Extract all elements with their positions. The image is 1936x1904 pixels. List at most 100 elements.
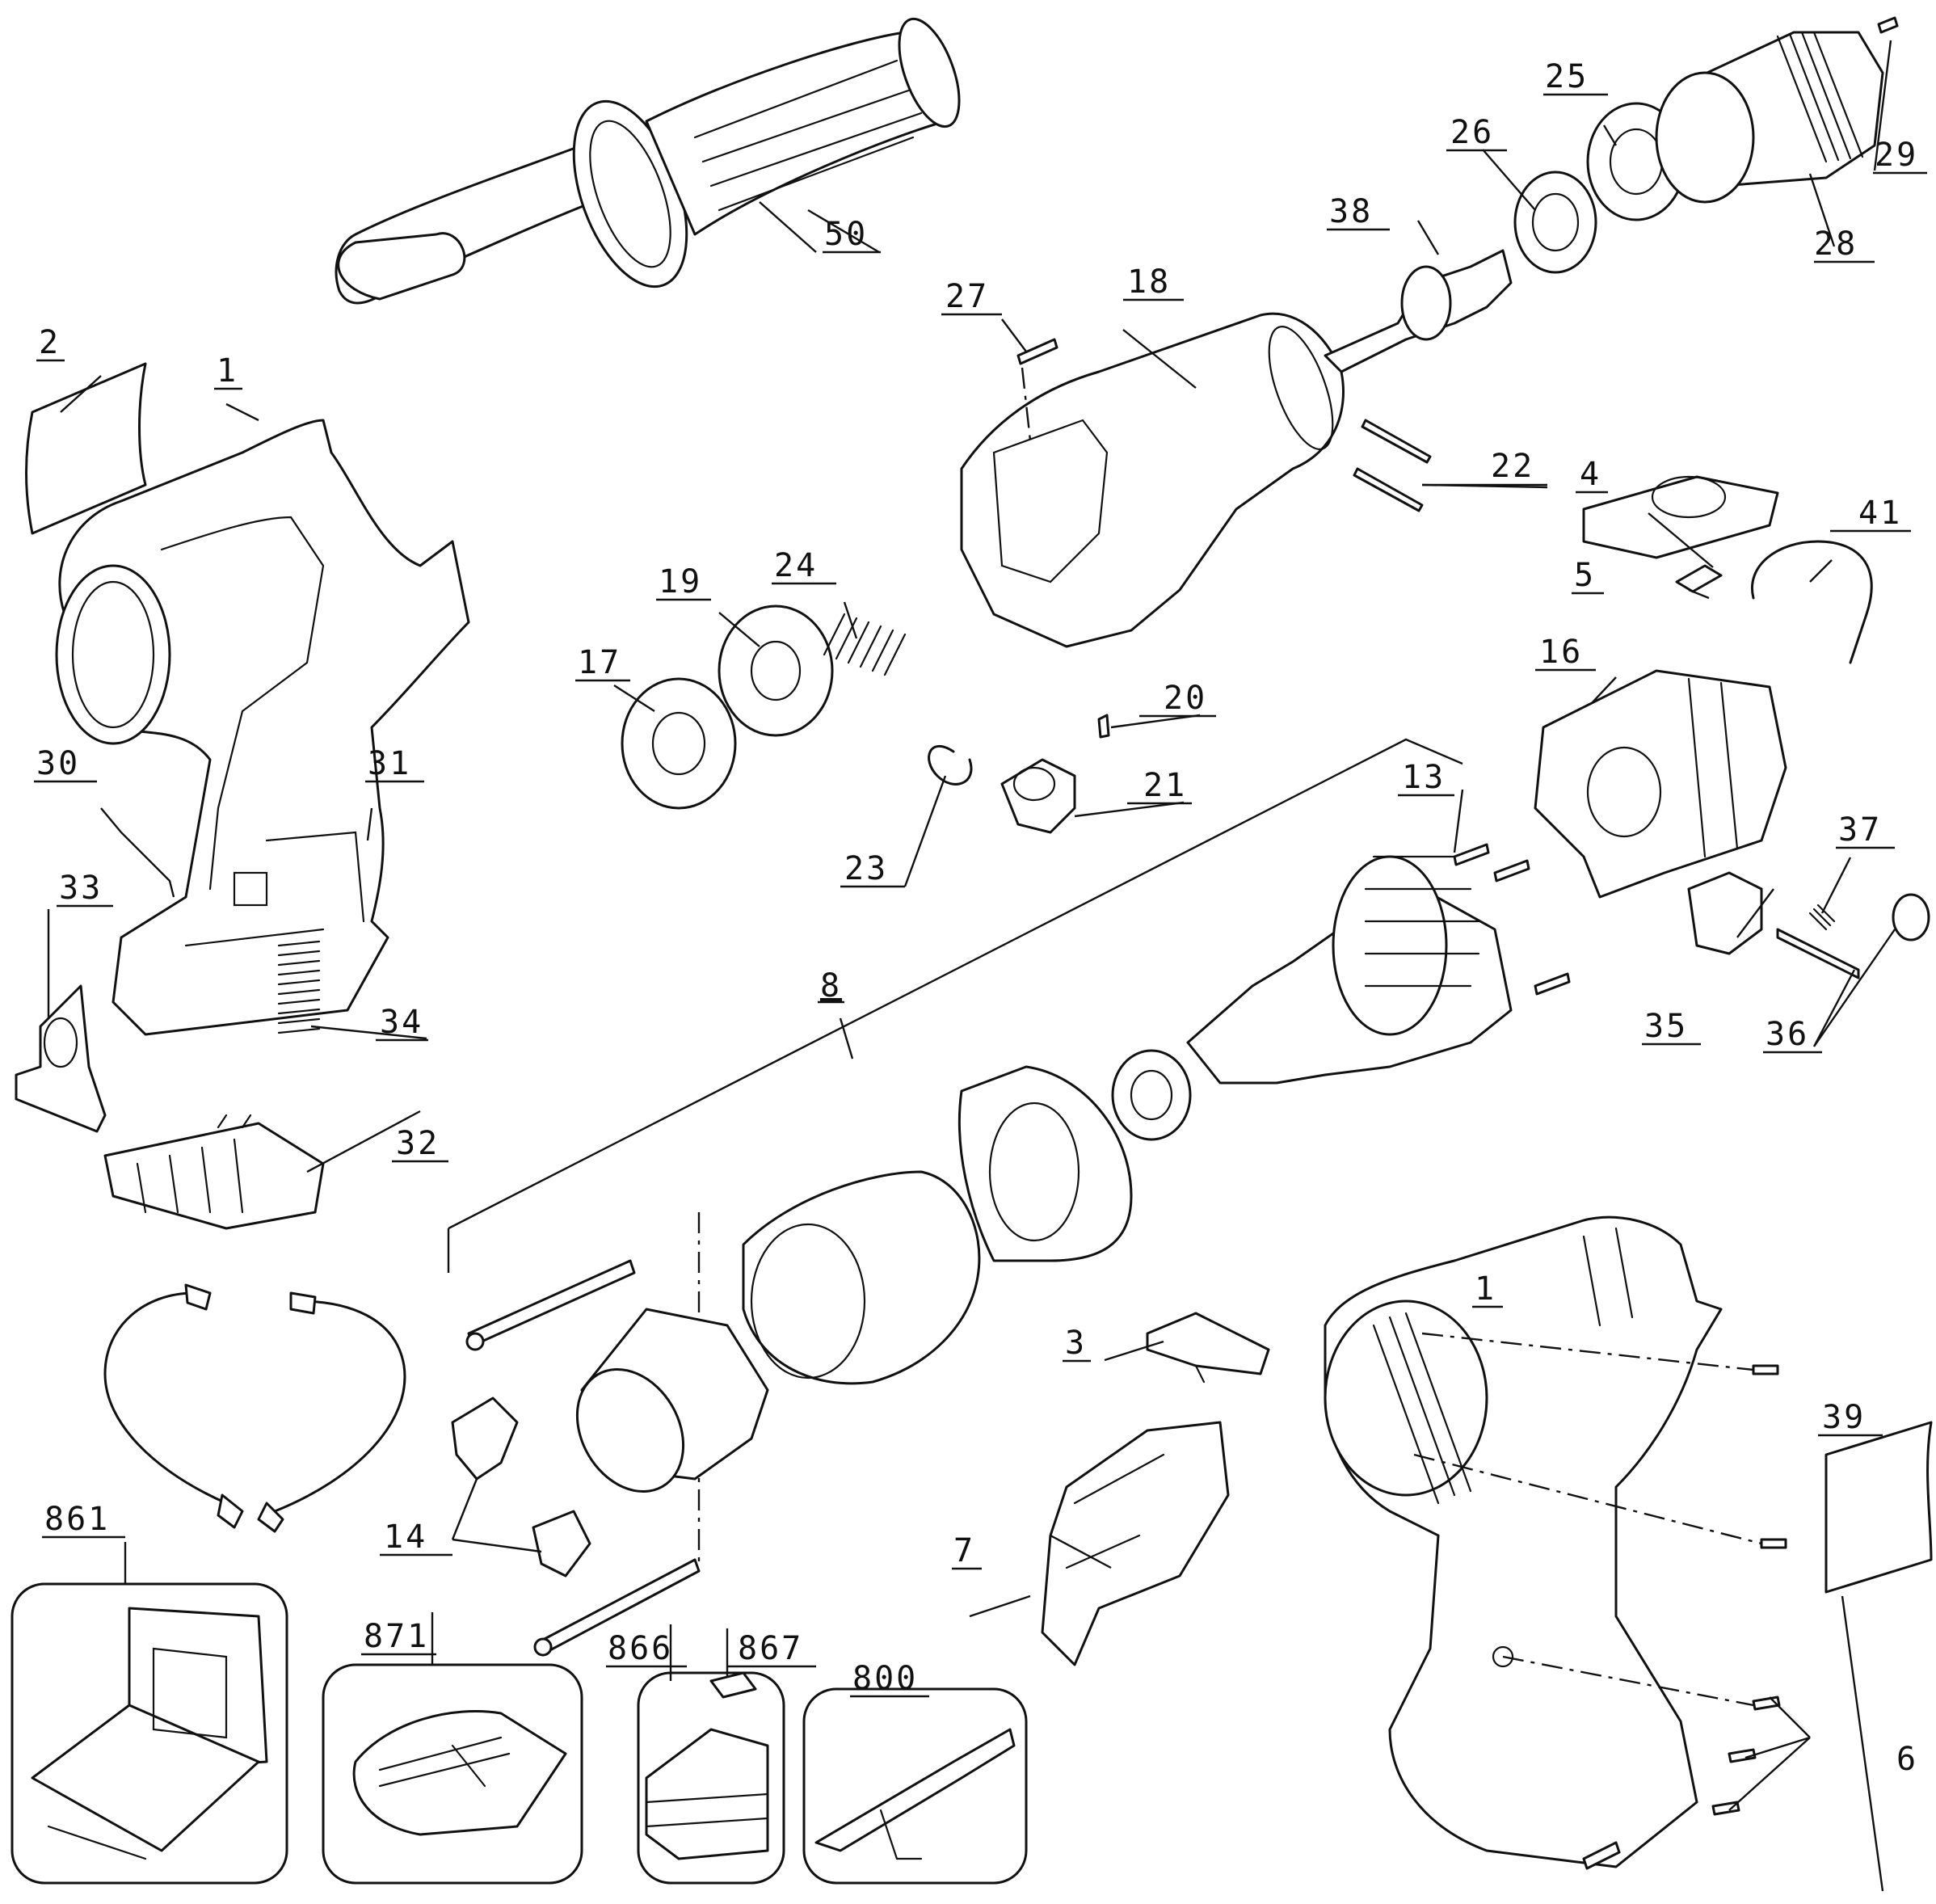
- switch: [1041, 1421, 1230, 1666]
- bearing-26: [1513, 171, 1597, 274]
- part-label-20: 20: [1164, 680, 1207, 717]
- part-number-labels: 50 2 1 3 4 5 6 7 8 13 14 16 17 18 19 20 …: [34, 58, 1927, 1778]
- belt-clip: [802, 1687, 1028, 1885]
- part-label-23: 23: [844, 850, 888, 887]
- part-label-800: 800: [852, 1660, 918, 1697]
- housing-screw-5: [1711, 1801, 1740, 1816]
- clutch-ring-17: [621, 677, 737, 810]
- part-label-37: 37: [1838, 811, 1882, 849]
- label-part: [25, 362, 147, 535]
- spindle: [1324, 249, 1513, 373]
- charger: [322, 1663, 583, 1885]
- part-label-28: 28: [1814, 225, 1858, 263]
- part-label-13: 13: [1402, 759, 1446, 796]
- nameplate: [1824, 1421, 1933, 1594]
- housing-screw-1: [1752, 1364, 1779, 1375]
- motor-screw-lower: [533, 1558, 701, 1657]
- part-label-30: 30: [36, 745, 80, 782]
- part-label-1-right: 1: [1475, 1270, 1496, 1308]
- retaining-ring-23: [928, 745, 973, 786]
- pin-20: [1097, 714, 1110, 739]
- mode-collar-21: [1000, 758, 1076, 834]
- spring-34: [277, 940, 321, 1034]
- part-label-5: 5: [1574, 557, 1596, 594]
- assembly-line-27: [1021, 367, 1032, 441]
- housing-screw-4: [1728, 1748, 1757, 1763]
- part-label-38: 38: [1329, 193, 1373, 230]
- front-housing: [960, 312, 1345, 648]
- right-housing: [1324, 1215, 1723, 1868]
- part-label-31: 31: [368, 745, 411, 782]
- side-handle: [335, 17, 961, 305]
- part-label-39: 39: [1822, 1399, 1866, 1436]
- part-label-1-left: 1: [217, 352, 238, 390]
- part-label-866: 866: [608, 1630, 673, 1667]
- leader-lines: [47, 40, 1896, 1892]
- part-label-25: 25: [1545, 58, 1589, 95]
- motor-screw-upper: [465, 1259, 636, 1351]
- pins-22: [1353, 419, 1432, 512]
- part-label-22: 22: [1491, 448, 1534, 485]
- chuck: [1655, 31, 1884, 204]
- part-label-867: 867: [738, 1630, 803, 1667]
- housing-screw-6: [1582, 1841, 1621, 1870]
- motor-assembly-group: [447, 738, 1463, 1273]
- part-label-861: 861: [44, 1501, 110, 1538]
- housing-screw-2: [1760, 1538, 1787, 1549]
- part-label-33: 33: [59, 870, 103, 907]
- part-label-871: 871: [364, 1618, 429, 1655]
- part-label-4: 4: [1580, 456, 1601, 493]
- chuck-screw: [1877, 16, 1899, 34]
- screw-13c: [1534, 972, 1571, 996]
- screw-27: [1016, 338, 1058, 365]
- part-label-19: 19: [659, 563, 702, 600]
- assembly-line-screw-1: [1421, 1332, 1754, 1371]
- assembly-line-screw-2: [1413, 1453, 1762, 1545]
- brush-holders: [451, 1396, 591, 1578]
- part-label-26: 26: [1450, 114, 1494, 151]
- cover-4: [1582, 475, 1779, 559]
- kit-box: [11, 1582, 288, 1885]
- part-label-24: 24: [774, 547, 818, 584]
- motor-end-cap: [575, 1308, 769, 1493]
- armature: [1186, 855, 1513, 1085]
- part-label-14: 14: [384, 1519, 427, 1556]
- armature-bearing: [1111, 1049, 1192, 1141]
- part-label-2: 2: [39, 324, 61, 361]
- baffle: [957, 1065, 1133, 1262]
- part-label-17: 17: [578, 644, 621, 681]
- part-label-29: 29: [1875, 137, 1918, 174]
- left-housing: [55, 419, 470, 1036]
- part-label-34: 34: [380, 1004, 423, 1041]
- part-label-21: 21: [1143, 767, 1187, 804]
- assembly-line-screw-3: [1502, 1655, 1754, 1707]
- field-stator: [742, 1170, 981, 1385]
- part-label-3: 3: [1065, 1325, 1087, 1362]
- part-label-16: 16: [1539, 634, 1583, 671]
- part-label-27: 27: [945, 278, 989, 315]
- lead-wire-30: [103, 1283, 244, 1529]
- part-label-8: 8: [820, 967, 842, 1005]
- screw-13b: [1493, 859, 1530, 882]
- wire-spring-41: [1751, 540, 1873, 664]
- shifter-assembly: [1776, 893, 1930, 979]
- part-label-6: 6: [1896, 1741, 1918, 1778]
- part-label-35: 35: [1644, 1008, 1688, 1045]
- shift-lever: [1687, 871, 1763, 955]
- part-label-41: 41: [1858, 495, 1902, 532]
- latch: [15, 984, 107, 1133]
- spring-24: [823, 613, 907, 676]
- clutch-plate-19: [718, 604, 834, 737]
- lead-wire-31: [257, 1291, 406, 1533]
- terminal-block: [103, 1114, 325, 1230]
- part-label-7: 7: [953, 1532, 975, 1569]
- spring-clip-5: [1675, 564, 1723, 593]
- fwd-rev-lever: [1146, 1312, 1270, 1384]
- part-label-32: 32: [396, 1125, 440, 1162]
- part-label-36: 36: [1766, 1016, 1809, 1053]
- screw-13a: [1453, 843, 1490, 866]
- part-label-50: 50: [824, 216, 868, 253]
- battery-pack: [637, 1671, 785, 1885]
